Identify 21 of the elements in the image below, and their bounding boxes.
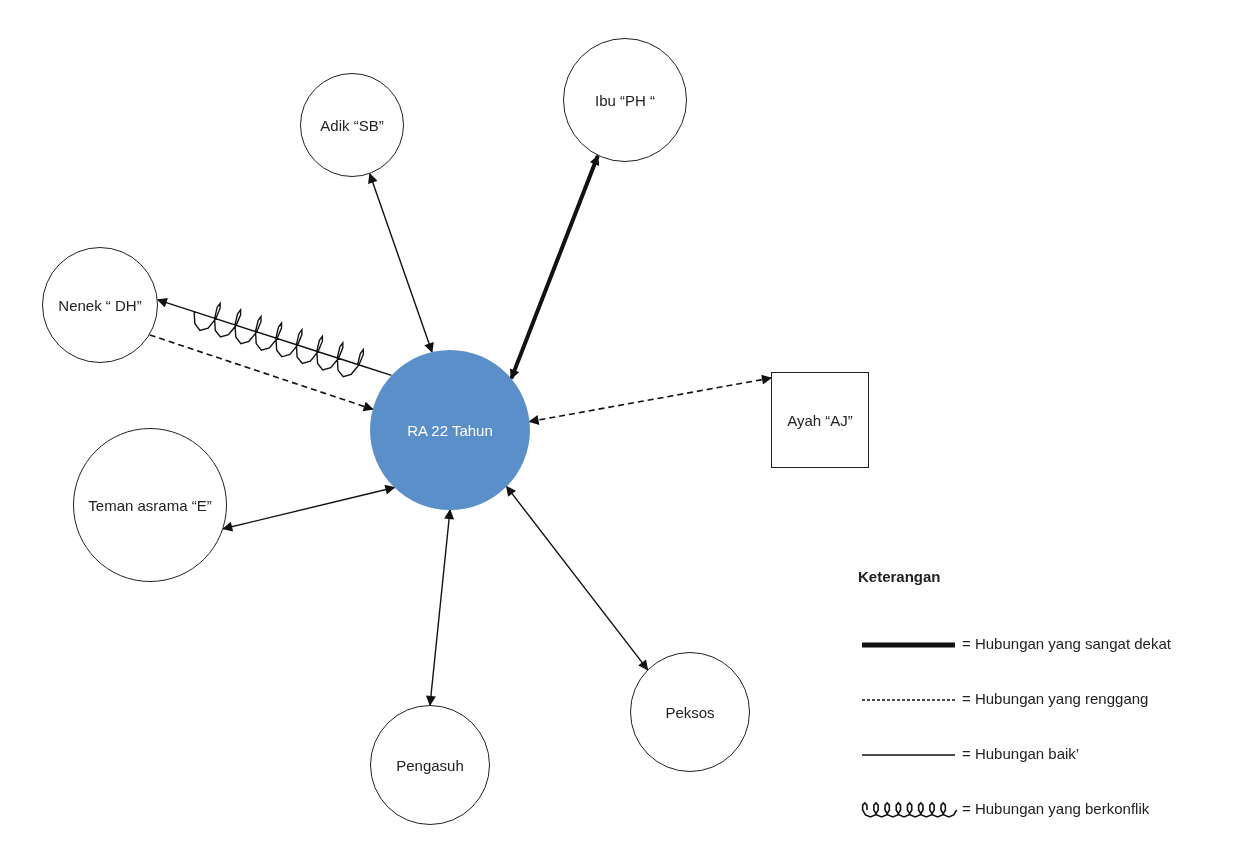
- relation-arrow: [425, 509, 455, 706]
- legend-text: = Hubungan yang renggang: [962, 690, 1149, 707]
- relation-arrow: [505, 485, 649, 671]
- legend-text: = Hubungan yang berkonflik: [962, 800, 1150, 817]
- legend-text: = Hubungan baik’: [962, 745, 1080, 762]
- person-label: Teman asrama “E”: [87, 496, 213, 514]
- legend-title: Keterangan: [858, 568, 941, 585]
- relation-arrow: [368, 172, 434, 354]
- person-label: Pengasuh: [395, 756, 465, 774]
- legend-text: = Hubungan yang sangat dekat: [962, 635, 1171, 652]
- relation-arrow: [509, 154, 600, 380]
- person-label: Nenek “ DH”: [57, 296, 143, 314]
- person-label: Ayah “AJ”: [786, 411, 854, 429]
- person-box: [771, 372, 869, 468]
- person-label: Adik “SB”: [319, 116, 385, 134]
- person-label: RA 22 Tahun: [406, 421, 494, 439]
- relation-arrow: [528, 374, 772, 425]
- person-label: Ibu “PH “: [594, 91, 656, 109]
- person-label: Peksos: [664, 703, 716, 721]
- relation-arrow: [148, 334, 374, 412]
- relation-arrow: [222, 484, 396, 532]
